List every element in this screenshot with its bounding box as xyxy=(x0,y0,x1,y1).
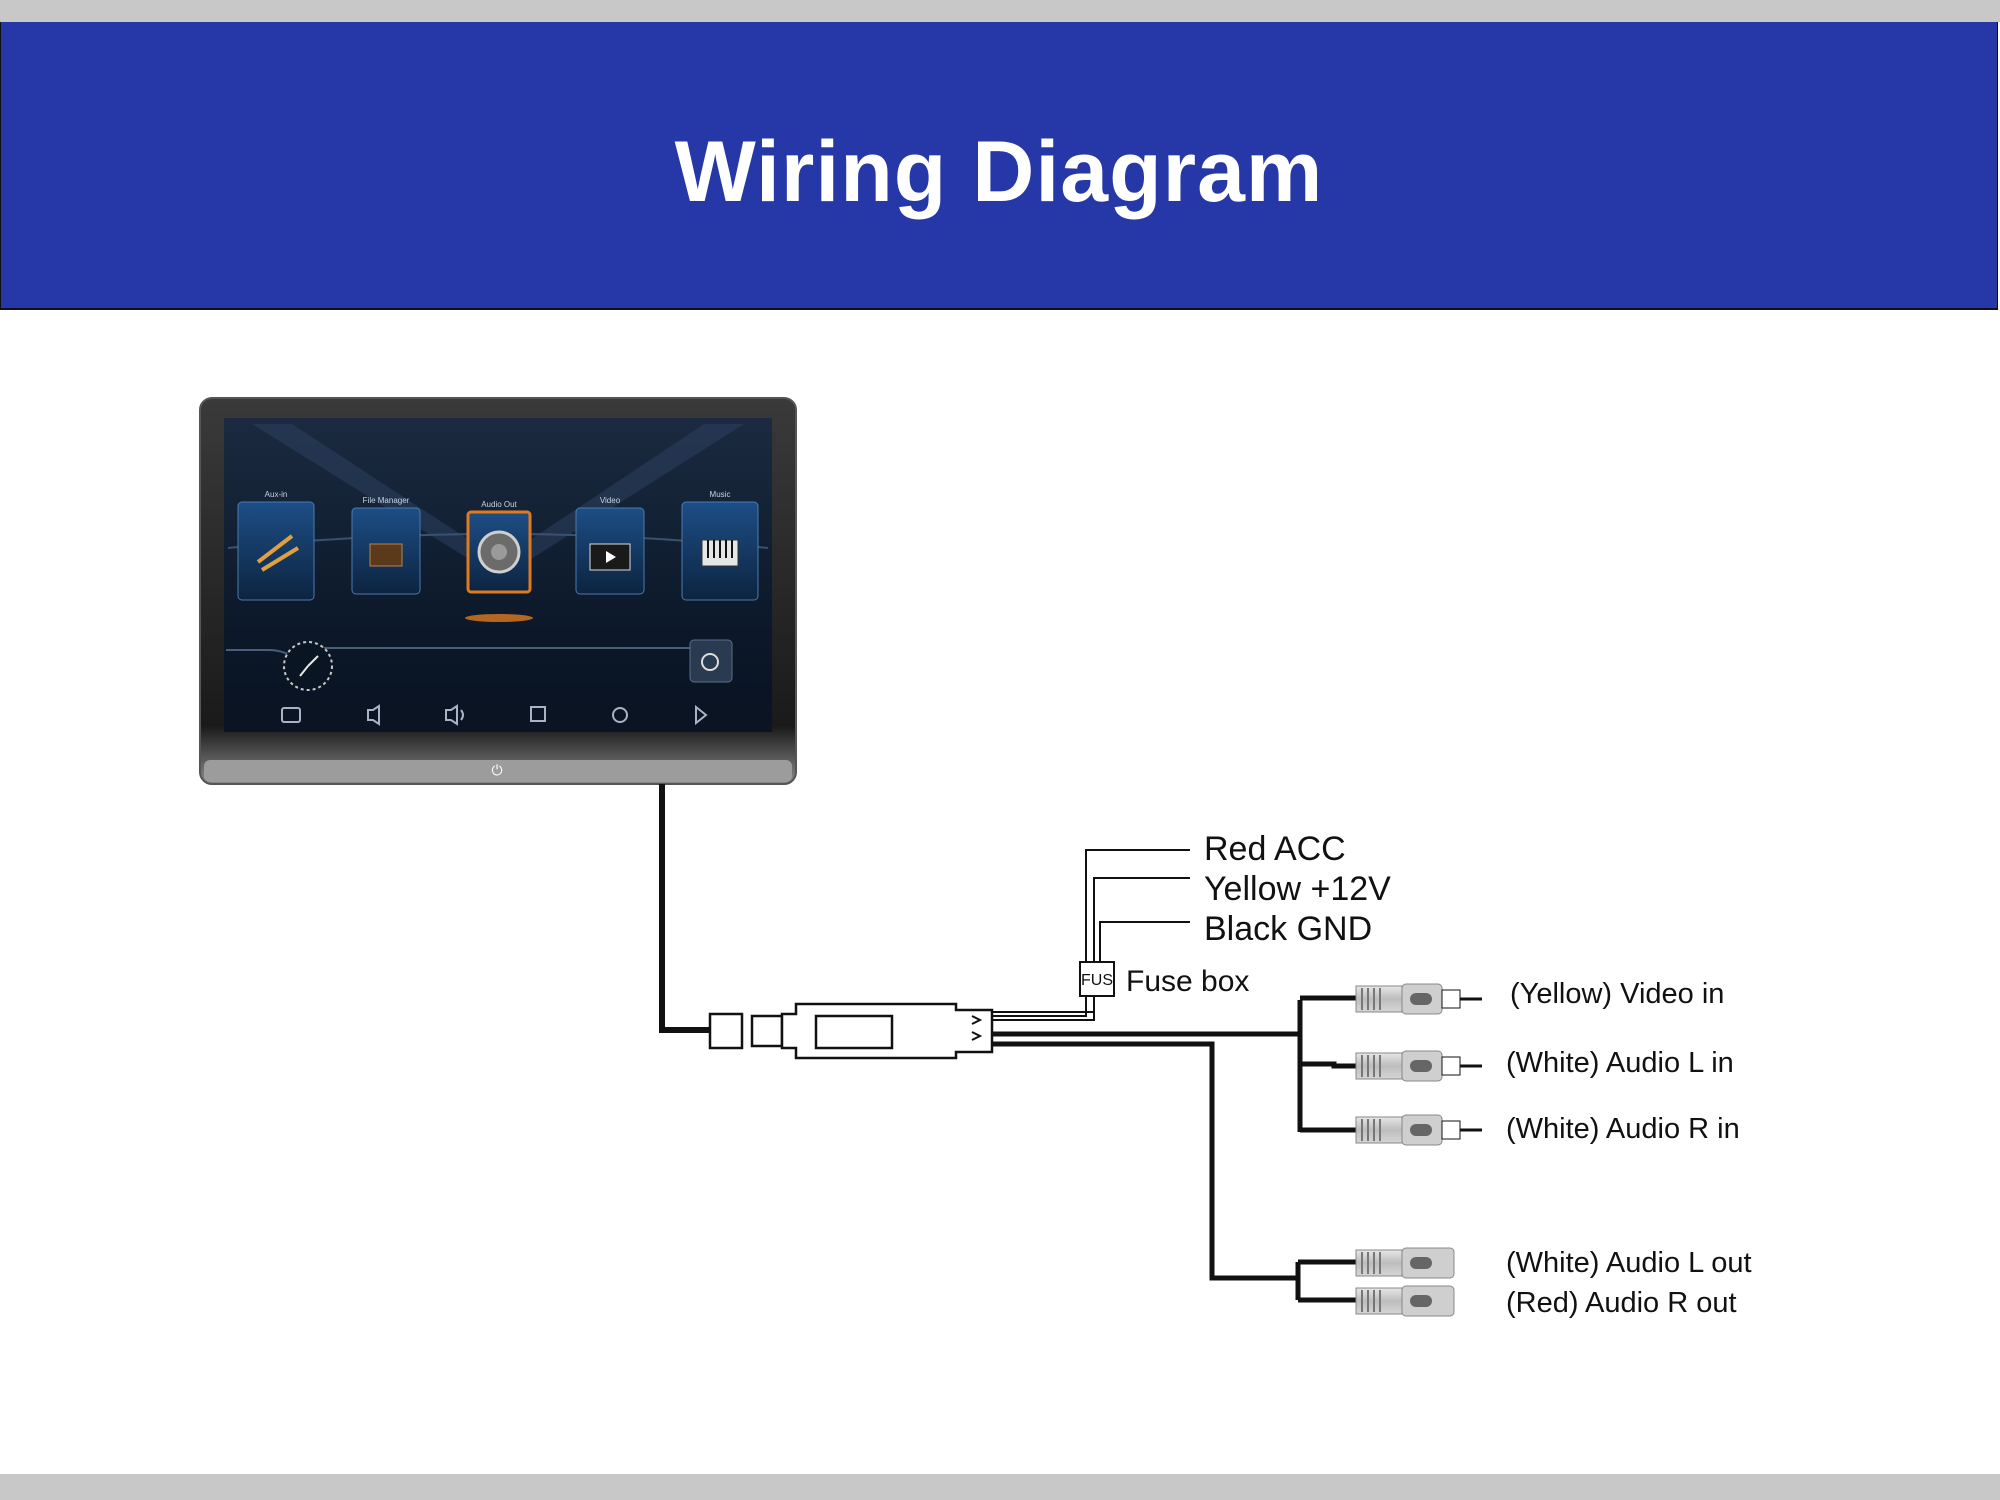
header-banner: Wiring Diagram xyxy=(0,22,1998,310)
monitor: Aux-in File Manager Audio Out Video xyxy=(199,397,797,785)
volume-up-icon[interactable] xyxy=(445,704,464,726)
app-label-music: Music xyxy=(710,490,731,499)
fuse-mark: FUS xyxy=(1081,972,1113,989)
rca-socket-audio-l-out xyxy=(1355,1247,1455,1279)
monitor-screen: Aux-in File Manager Audio Out Video xyxy=(224,418,772,732)
home-icon[interactable] xyxy=(612,707,628,723)
fuse-box: FUS xyxy=(1079,961,1115,997)
rca-socket-audio-r-out xyxy=(1355,1285,1455,1317)
back-icon[interactable] xyxy=(695,704,708,726)
label-audio-l-out: (White) Audio L out xyxy=(1506,1247,1752,1279)
app-tile-video[interactable]: Video xyxy=(575,496,645,595)
clock-icon xyxy=(283,641,333,691)
app-label-aux-in: Aux-in xyxy=(265,490,288,499)
volume-down-icon[interactable] xyxy=(367,704,380,726)
label-fuse-box: Fuse box xyxy=(1126,965,1249,998)
page-title: Wiring Diagram xyxy=(674,124,1324,220)
app-tile-aux-in[interactable]: Aux-in xyxy=(237,490,315,601)
rca-plug-audio-l-in xyxy=(1355,1050,1482,1082)
label-video-in: (Yellow) Video in xyxy=(1510,978,1724,1010)
rca-plug-video-in xyxy=(1355,983,1482,1015)
main-cable xyxy=(659,784,712,1033)
app-tile-audio-out[interactable]: Audio Out xyxy=(465,500,533,622)
power-button-icon[interactable]: ⏻ xyxy=(491,763,502,779)
label-black-gnd: Black GND xyxy=(1204,910,1372,948)
top-strip xyxy=(0,0,2000,22)
bottom-strip xyxy=(0,1474,2000,1500)
label-yellow-12v: Yellow +12V xyxy=(1204,870,1391,908)
screenshot-icon[interactable] xyxy=(281,707,301,723)
app-label-audio-out: Audio Out xyxy=(481,500,517,509)
label-audio-r-out: (Red) Audio R out xyxy=(1506,1287,1737,1319)
app-tile-file-manager[interactable]: File Manager xyxy=(351,496,421,595)
rca-plug-audio-r-in xyxy=(1355,1114,1482,1146)
label-red-acc: Red ACC xyxy=(1204,830,1346,868)
app-label-video: Video xyxy=(600,496,621,505)
label-audio-r-in: (White) Audio R in xyxy=(1506,1113,1740,1145)
label-audio-l-in: (White) Audio L in xyxy=(1506,1047,1734,1079)
app-tile-music[interactable]: Music xyxy=(681,490,759,601)
settings-icon[interactable] xyxy=(689,639,733,683)
recent-apps-icon[interactable] xyxy=(530,706,546,722)
connector-plugs xyxy=(708,1002,994,1060)
app-label-file-manager: File Manager xyxy=(363,496,410,505)
av-cables xyxy=(992,995,1356,1303)
